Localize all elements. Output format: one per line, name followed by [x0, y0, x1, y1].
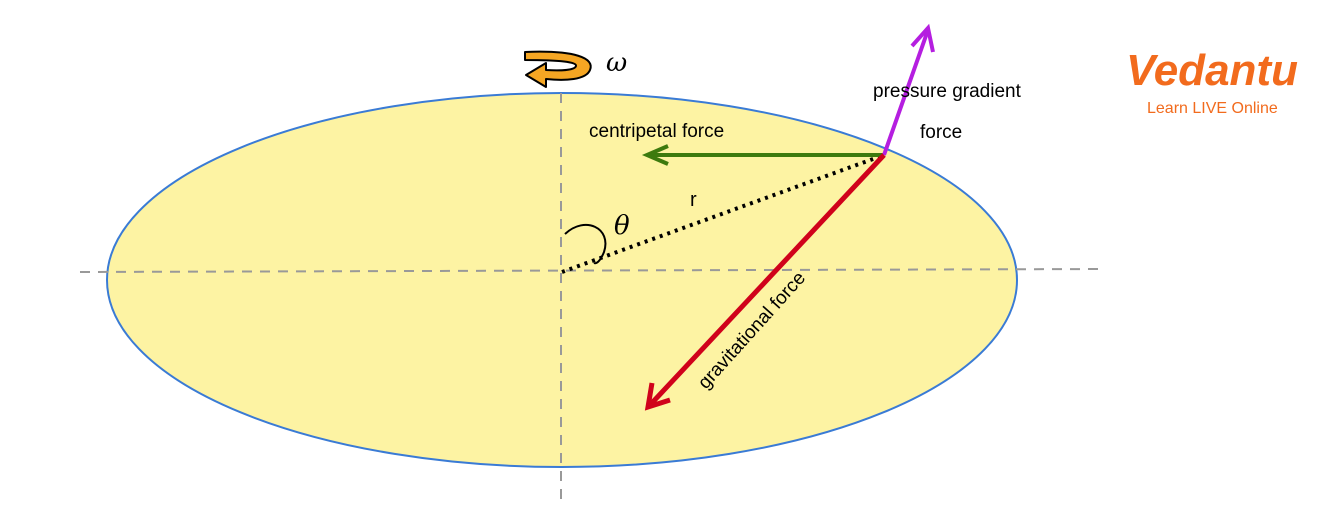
vedantu-logo: Vedantu Learn LIVE Online: [1126, 46, 1298, 117]
rotation-arrow-icon: [524, 50, 592, 88]
logo-brand: Vedantu: [1126, 46, 1298, 95]
omega-label: ω: [606, 48, 627, 78]
radius-line: [561, 153, 885, 274]
pressure-gradient-force-arrow: [882, 23, 935, 156]
theta-label: θ: [614, 211, 630, 241]
logo-tagline: Learn LIVE Online: [1147, 100, 1278, 117]
gravitational-force-arrow: [644, 153, 886, 411]
theta-arc: [564, 223, 607, 265]
centripetal-force-arrow: [641, 144, 884, 166]
pressure-gradient-label-line2: force: [920, 122, 962, 143]
pressure-gradient-label-line1: pressure gradient: [873, 81, 1022, 102]
r-label: r: [690, 189, 697, 211]
centripetal-force-label: centripetal force: [589, 121, 724, 142]
equator-axis: [79, 268, 1103, 273]
